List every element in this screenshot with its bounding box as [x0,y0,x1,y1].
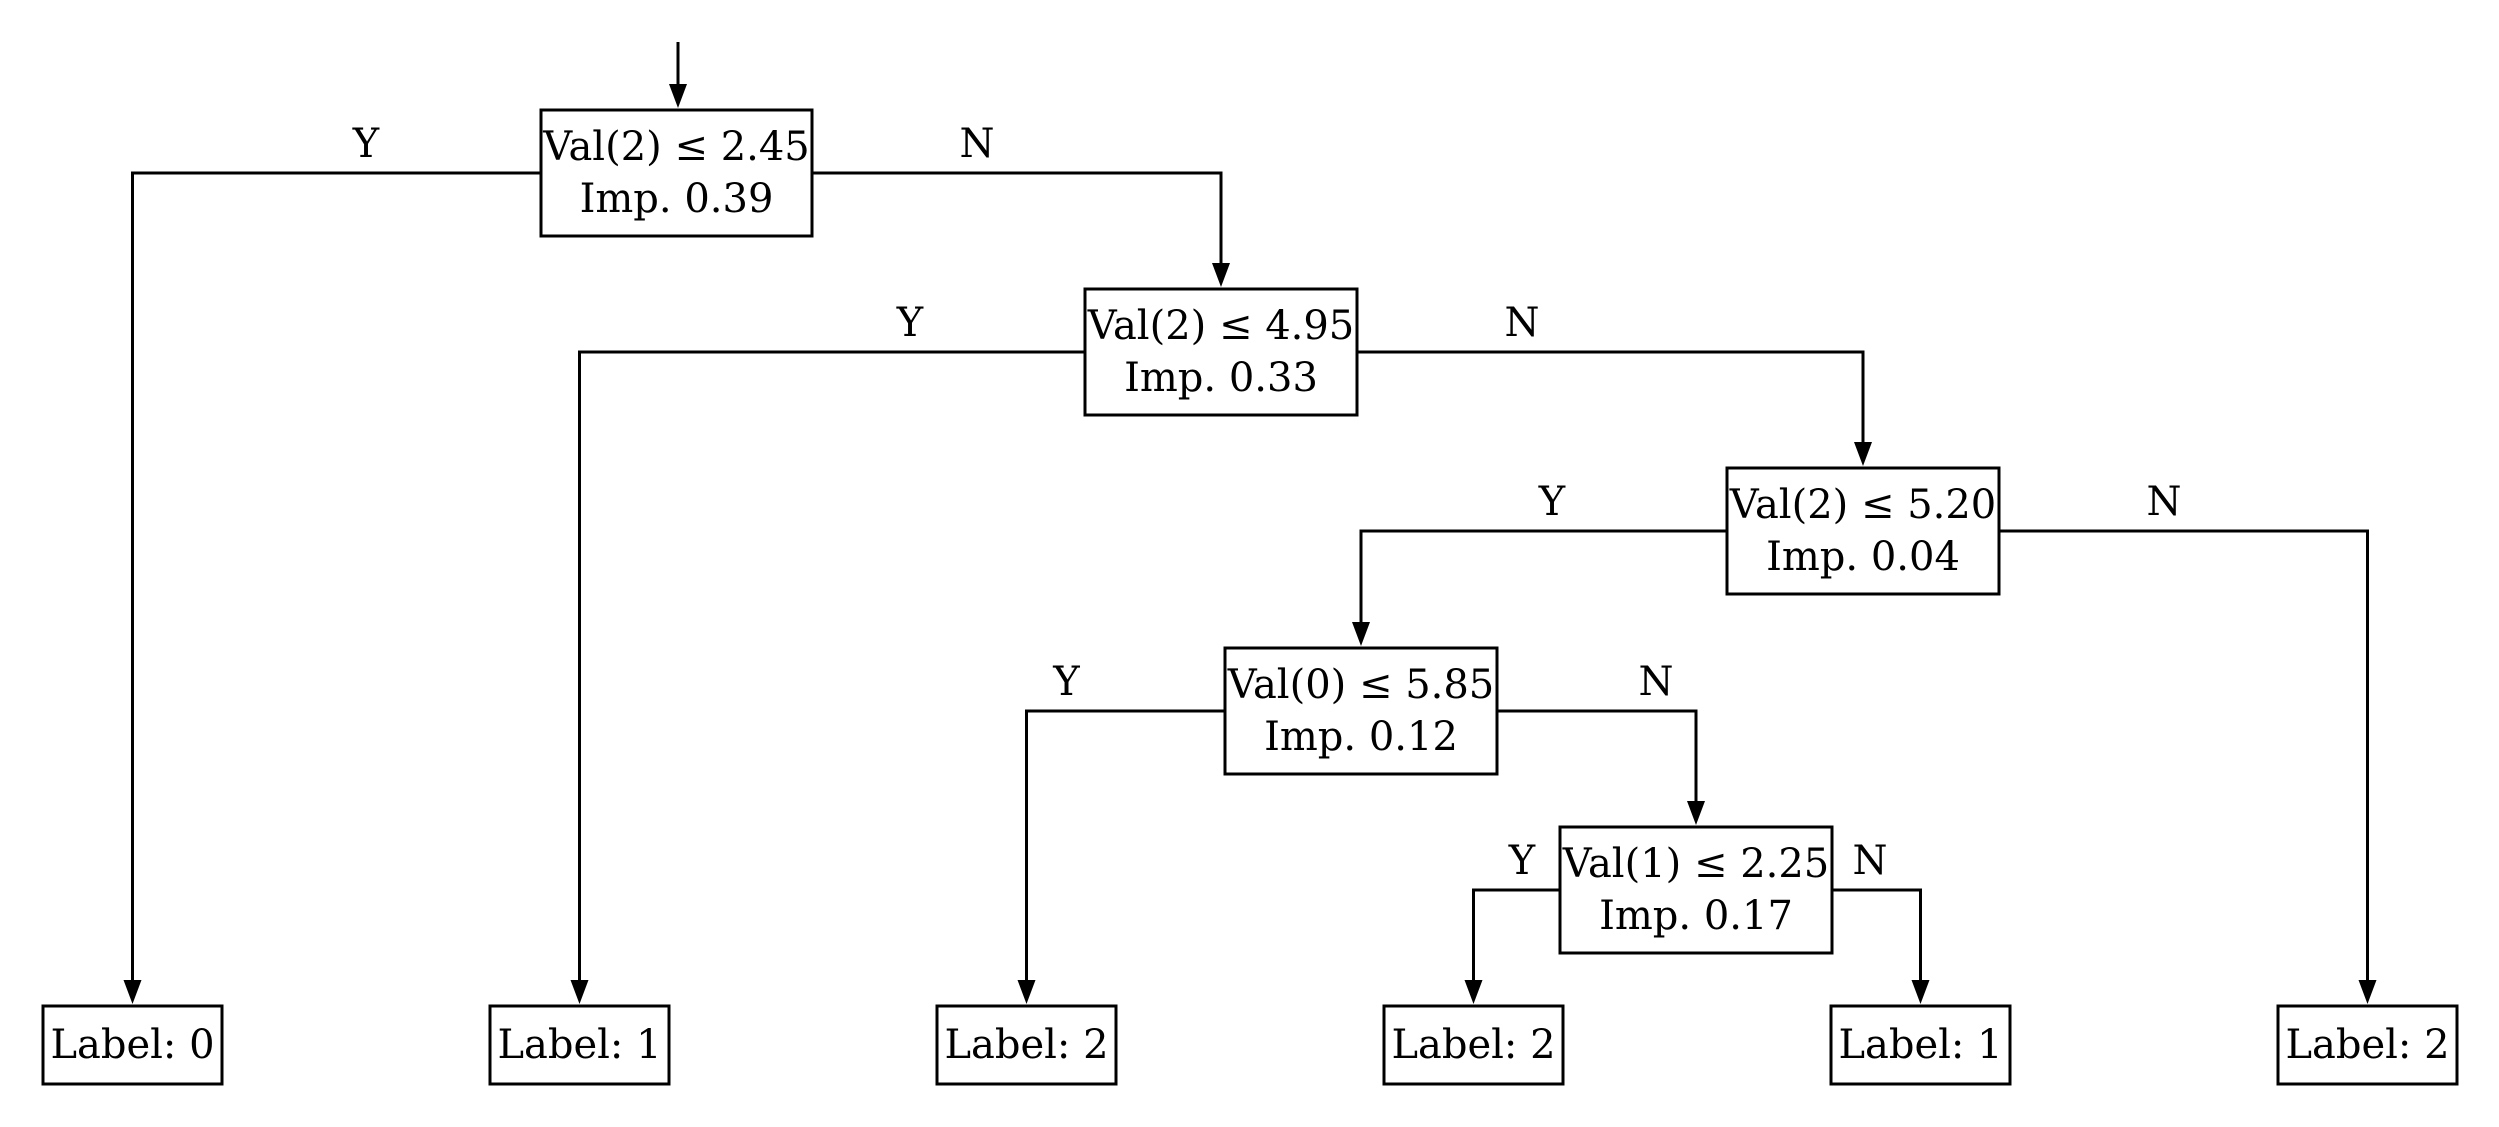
branch-label-no: N [1853,838,1888,884]
edge-n3-l2: Y [1017,659,1225,1004]
node-box [1083,287,1359,417]
branch-label-yes: Y [1538,479,1566,525]
arrowhead [1854,442,1872,466]
split-impurity: Imp. 0.33 [1124,355,1318,401]
leaf-node-l3: Label: 2 [1382,1004,1565,1086]
leaf-label: Label: 2 [2285,1022,2449,1068]
leaf-label: Label: 2 [944,1022,1108,1068]
arrowhead [1687,801,1705,825]
edge-line [1359,529,1727,624]
node-box [2276,1004,2459,1086]
node-box [1725,466,2001,596]
leaf-node-l1: Label: 1 [488,1004,671,1086]
node-box [539,108,814,238]
branch-label-yes: Y [352,121,380,167]
arrowhead [1911,980,1930,1004]
branch-label-no: N [1639,659,1674,705]
split-impurity: Imp. 0.17 [1599,893,1793,939]
node-box [935,1004,1118,1086]
edge-line [1832,888,1922,982]
node-box [1223,646,1499,776]
edges-layer: Y N Y N Y N Y N Y N [123,121,2377,1004]
node-box [41,1004,224,1086]
arrowhead [570,980,589,1004]
branch-label-yes: Y [1508,838,1536,884]
branch-label-yes: Y [1052,659,1080,705]
edge-line [1497,709,1698,803]
split-condition: Val(2) ≤ 4.95 [1087,303,1355,349]
edge-n0-l0: Y [123,121,541,1004]
edge-line [812,171,1223,265]
leaf-label: Label: 1 [1838,1022,2002,1068]
leaf-label: Label: 1 [497,1022,661,1068]
node-box [1829,1004,2012,1086]
edge-n3-n4: N [1497,659,1705,825]
edge-n4-l3: Y [1464,838,1560,1004]
leaf-node-l4: Label: 1 [1829,1004,2012,1086]
arrowhead [123,980,142,1004]
edge-n2-n3: Y [1352,479,1727,646]
split-impurity: Imp. 0.39 [580,176,774,222]
split-condition: Val(0) ≤ 5.85 [1227,662,1495,708]
edge-n0-n1: N [812,121,1230,287]
edge-line [1357,350,1865,444]
leaf-label: Label: 0 [50,1022,214,1068]
edge-line [1472,888,1560,982]
arrowhead [1464,980,1483,1004]
root-entry-arrow [669,42,687,108]
edge-line [1999,529,2369,982]
split-condition: Val(2) ≤ 2.45 [542,124,810,170]
split-condition: Val(1) ≤ 2.25 [1562,841,1830,887]
leaf-node-l2: Label: 2 [935,1004,1118,1086]
edge-n4-l4: N [1832,838,1930,1004]
arrowhead [1017,980,1036,1004]
edge-n1-l1: Y [570,300,1085,1004]
split-condition: Val(2) ≤ 5.20 [1729,482,1997,528]
leaf-label: Label: 2 [1391,1022,1555,1068]
edge-n1-n2: N [1357,300,1872,466]
branch-label-no: N [2147,479,2182,525]
leaf-node-l0: Label: 0 [41,1004,224,1086]
edge-line [1025,709,1225,982]
branch-label-no: N [960,121,995,167]
split-impurity: Imp. 0.04 [1766,534,1960,580]
edge-line [131,171,541,982]
split-impurity: Imp. 0.12 [1264,714,1458,760]
branch-label-yes: Y [896,300,924,346]
node-box [488,1004,671,1086]
arrowhead [1212,263,1230,287]
arrowhead [2358,980,2377,1004]
leaf-node-l5: Label: 2 [2276,1004,2459,1086]
edge-n2-l5: N [1999,479,2377,1004]
edge-line [578,350,1085,982]
branch-label-no: N [1505,300,1540,346]
arrowhead [1352,622,1370,646]
node-box [1558,825,1834,955]
node-box [1382,1004,1565,1086]
